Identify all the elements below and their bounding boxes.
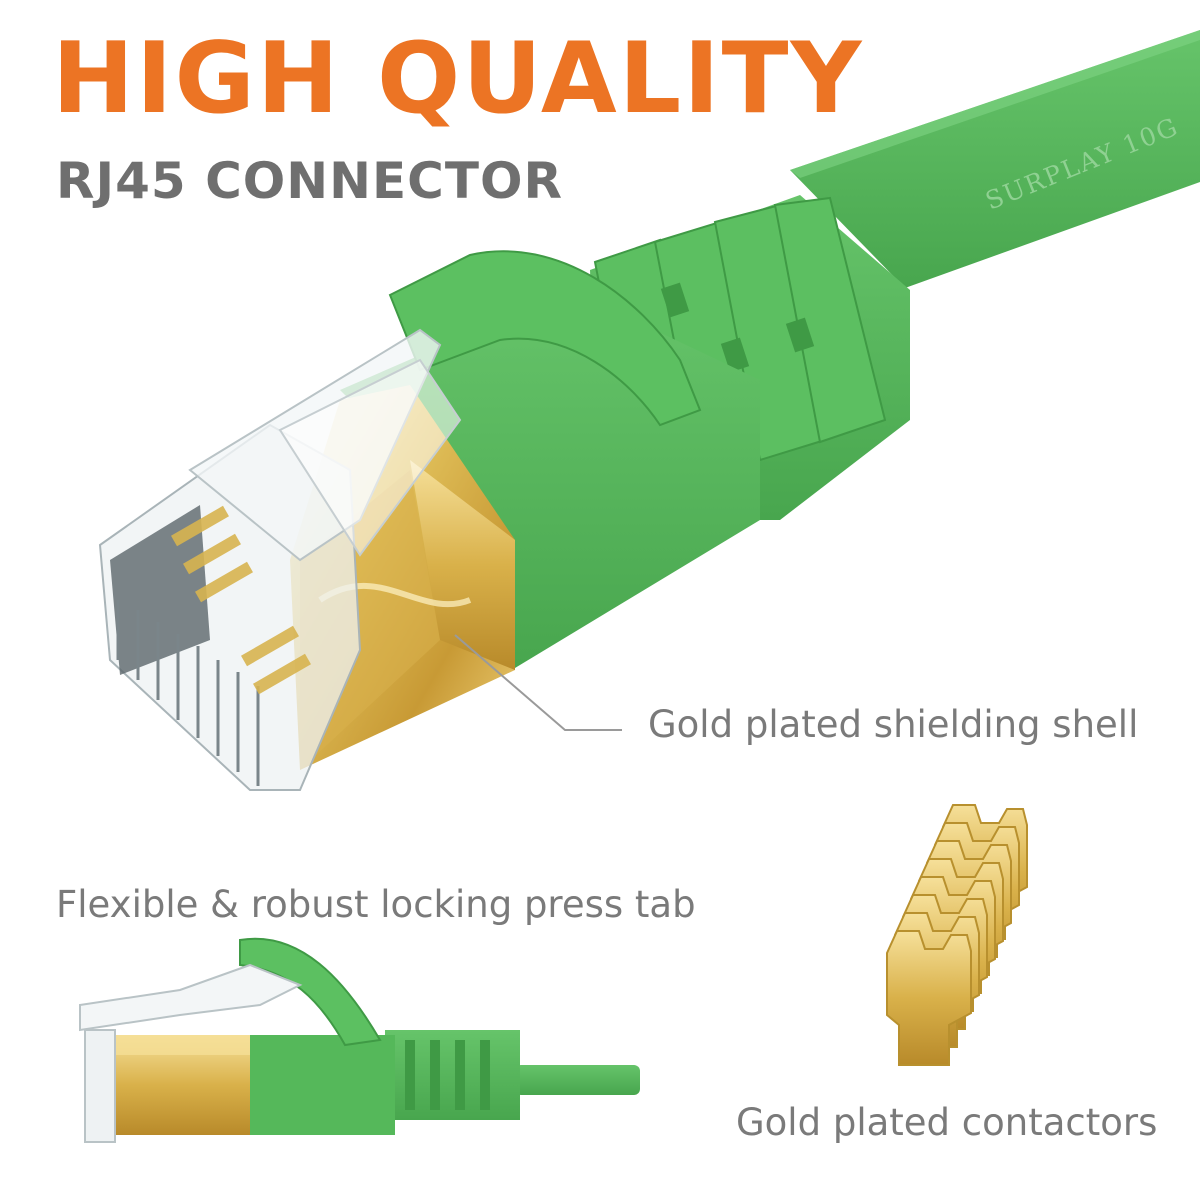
headline-title: HIGH QUALITY — [52, 22, 864, 136]
callout-shielding-shell: Gold plated shielding shell — [648, 703, 1139, 746]
gold-contactors — [886, 804, 1028, 1066]
callout-contactors: Gold plated contactors — [736, 1101, 1158, 1144]
side-view-connector — [79, 937, 640, 1143]
headline-subtitle: RJ45 CONNECTOR — [56, 152, 563, 210]
callout-locking-tab: Flexible & robust locking press tab — [56, 883, 696, 926]
shell-leader-line — [454, 634, 622, 731]
locking-tab-main — [388, 250, 702, 427]
flat-cable-main: SURPLAY 10G — [790, 30, 1200, 288]
clear-plug-body — [98, 328, 462, 791]
contactor-blade — [886, 930, 972, 1066]
